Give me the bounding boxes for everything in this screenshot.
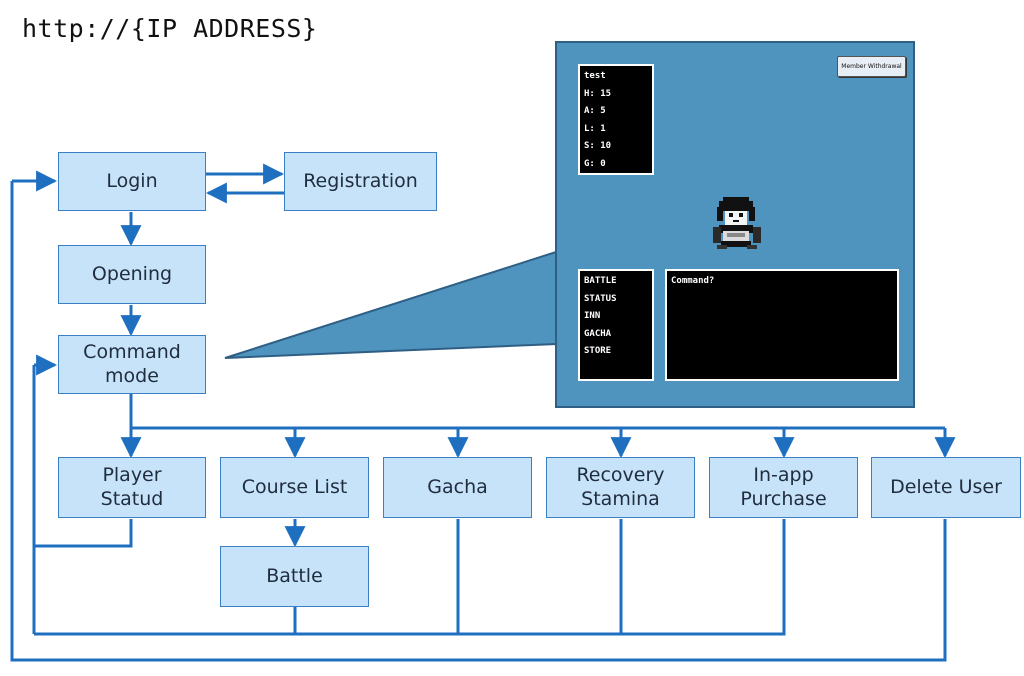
player-name: test [584,71,606,81]
delete-user-node: Delete User [871,457,1021,518]
message-panel: Command? [665,269,899,381]
menu-item-status[interactable]: STATUS [584,293,617,304]
status-line: L: 1 [584,123,606,134]
command-mode-node: Command mode [58,335,206,394]
command-menu-panel: BATTLE STATUS INN GACHA STORE [578,269,654,381]
menu-item-inn[interactable]: INN [584,311,601,321]
registration-node: Registration [284,152,437,211]
opening-node: Opening [58,245,206,304]
message-text: Command? [671,276,715,286]
menu-item-battle[interactable]: BATTLE [584,276,617,286]
status-line: G: 0 [584,158,606,169]
course-list-node: Course List [220,457,369,518]
menu-item-store[interactable]: STORE [584,346,612,356]
status-line: A: 5 [584,106,606,116]
hero-sprite-icon [713,197,761,249]
menu-item-gacha[interactable]: GACHA [584,328,612,339]
status-panel: test H: 15 A: 5 L: 1 S: 10 G: 0 [578,64,654,175]
gacha-node: Gacha [383,457,532,518]
status-line: S: 10 [584,141,612,151]
callout-pointer [224,250,557,359]
member-withdrawal-button[interactable]: Member Withdrawal [837,56,906,77]
game-screen-preview: Member Withdrawal test H: 15 A: 5 L: 1 S… [555,41,915,408]
battle-node: Battle [220,546,369,607]
status-line: H: 15 [584,88,612,99]
in-app-purchase-node: In-app Purchase [709,457,858,518]
player-status-node: Player Statud [58,457,206,518]
recovery-stamina-node: Recovery Stamina [546,457,695,518]
login-node: Login [58,152,206,211]
url-label: http://{IP ADDRESS} [22,14,318,43]
